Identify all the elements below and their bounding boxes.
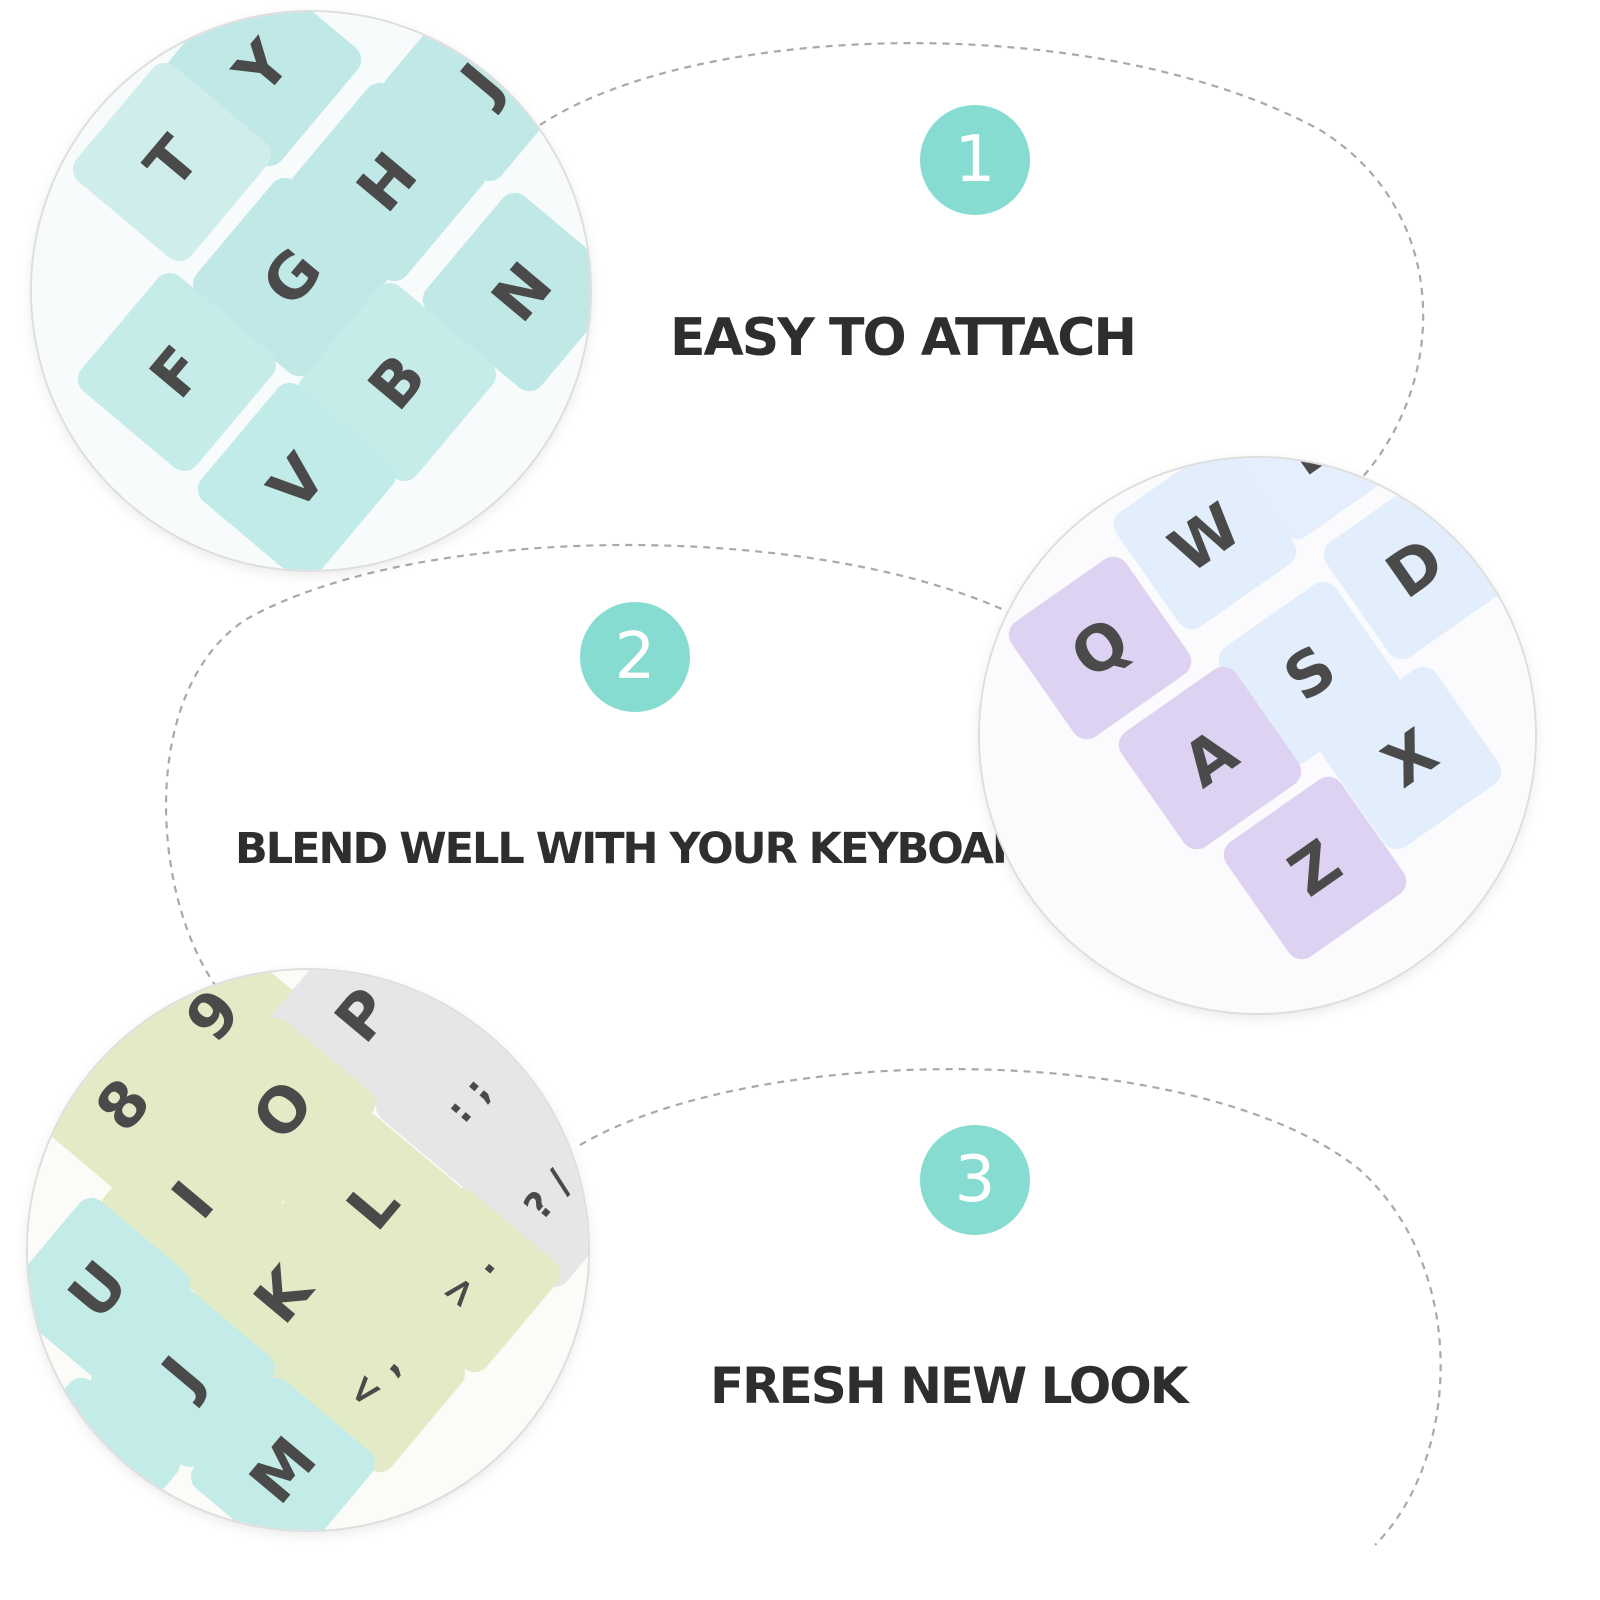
key-sticker-face xyxy=(72,62,272,262)
feature-3-title: FRESH NEW LOOK xyxy=(710,1357,1188,1415)
key-sticker-face xyxy=(190,1377,376,1530)
key-sticker-face xyxy=(1223,776,1407,960)
key-sticker: W xyxy=(1113,458,1297,630)
key-sticker: V xyxy=(197,382,397,570)
key-sticker-face xyxy=(197,382,397,570)
dashed-path-1 xyxy=(539,42,1425,481)
key-sticker: M xyxy=(190,1377,376,1530)
key-sticker: Q xyxy=(1008,556,1192,740)
key-sticker-face xyxy=(1113,458,1297,630)
keyboard-keys-middle: EWDQSAXZ xyxy=(980,458,1535,1013)
key-sticker-face xyxy=(422,192,590,392)
feature-1-title: EASY TO ATTACH xyxy=(670,308,1137,368)
key-sticker-face xyxy=(192,177,392,377)
key-sticker: T xyxy=(72,62,272,262)
key-sticker-face xyxy=(28,1377,181,1530)
key-sticker: G xyxy=(192,177,392,377)
key-sticker: Z xyxy=(1223,776,1407,960)
step-2-badge: 2 xyxy=(580,602,690,712)
key-sticker: F xyxy=(77,272,277,472)
key-sticker: E xyxy=(1218,458,1402,540)
key-sticker: > . xyxy=(375,1187,561,1373)
key-sticker-face xyxy=(1323,476,1507,660)
key-sticker: X xyxy=(1318,666,1502,850)
key-sticker-face xyxy=(375,1187,561,1373)
key-sticker-face xyxy=(77,272,277,472)
key-sticker: N xyxy=(422,192,590,392)
key-sticker: D xyxy=(1323,476,1507,660)
key-sticker: A xyxy=(1118,666,1302,850)
key-sticker-face xyxy=(1218,458,1402,540)
step-1-badge: 1 xyxy=(920,105,1030,215)
dashed-path-2 xyxy=(164,543,1026,986)
feature-2-title: BLEND WELL WITH YOUR KEYBOARD xyxy=(235,824,1059,874)
key-sticker-face xyxy=(1118,666,1302,850)
key-sticker-face xyxy=(1318,666,1502,850)
key-sticker: H xyxy=(28,1377,181,1530)
dashed-path-3 xyxy=(579,1068,1442,1546)
step-3-badge: 3 xyxy=(920,1125,1030,1235)
key-sticker-face xyxy=(1008,556,1192,740)
keyboard-closeup-middle: EWDQSAXZ xyxy=(980,458,1535,1013)
